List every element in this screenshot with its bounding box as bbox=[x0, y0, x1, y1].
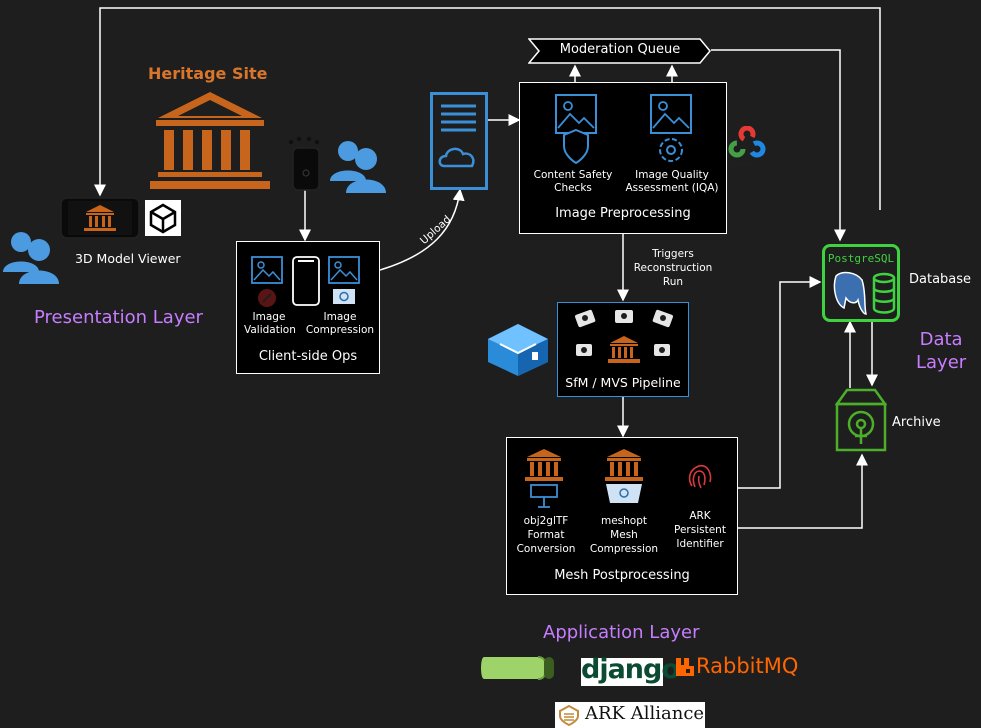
web-server-icon bbox=[430, 92, 488, 190]
postprocessing-to-database-line bbox=[738, 276, 822, 489]
image-preprocessing-title: Image Preprocessing bbox=[555, 206, 691, 221]
presentation-layer-label: Presentation Layer bbox=[34, 307, 203, 328]
ark-identifier-label: ARK Persistent Identifier bbox=[674, 510, 726, 550]
data-layer-label: Data Layer bbox=[916, 329, 967, 373]
sfm-mvs-title: SfM / MVS Pipeline bbox=[565, 375, 681, 390]
heritage-site-label: Heritage Site bbox=[148, 64, 268, 83]
moderation-to-database-line bbox=[711, 49, 846, 242]
heritage-museum-icon bbox=[150, 92, 270, 189]
django-logo-bg bbox=[581, 658, 663, 686]
content-safety-label: Content Safety Checks bbox=[533, 169, 613, 194]
image-validation-icon bbox=[251, 256, 283, 307]
client-side-ops-title: Client-side Ops bbox=[258, 349, 358, 364]
image-quality-icon bbox=[650, 94, 692, 162]
mobile-phone-icon bbox=[288, 136, 320, 191]
ark-alliance-logo-text: ARK Alliance bbox=[585, 703, 705, 724]
database-to-viewer-line bbox=[94, 7, 881, 210]
obj2gltf-label: obj2glTF Format Conversion bbox=[516, 515, 576, 555]
meshopt-label: meshopt Mesh Compression bbox=[589, 515, 659, 555]
image-quality-label: Image Quality Assessment (IQA) bbox=[625, 169, 719, 194]
django-logo: django bbox=[581, 654, 680, 685]
archive-icon bbox=[835, 388, 887, 452]
upload-curve bbox=[379, 188, 465, 271]
3d-cube-logo-icon bbox=[488, 324, 548, 376]
camera-array-icon bbox=[575, 309, 673, 363]
viewers-users-icon bbox=[3, 232, 59, 284]
viewer-label: 3D Model Viewer bbox=[75, 251, 181, 266]
moderation-queue-shape bbox=[528, 38, 711, 64]
phone-screen-icon bbox=[292, 256, 320, 306]
ark-alliance-logo-bg bbox=[555, 702, 705, 728]
users-icon bbox=[330, 141, 386, 193]
webxr-cube-icon bbox=[145, 200, 181, 236]
meshopt-icon bbox=[605, 449, 643, 503]
rabbitmq-logo-icon bbox=[676, 658, 694, 676]
postprocessing-to-archive-line bbox=[738, 453, 868, 529]
image-compression-icon bbox=[328, 256, 360, 304]
rabbitmq-logo-text: RabbitMQ bbox=[696, 654, 799, 678]
archive-label: Archive bbox=[892, 415, 941, 430]
fingerprint-icon bbox=[688, 464, 712, 489]
ark-alliance-logo-icon bbox=[559, 704, 579, 726]
trigger-reconstruction-label: Triggers Reconstruction Run bbox=[633, 248, 713, 288]
image-compression-label: Image Compression bbox=[305, 311, 375, 336]
postgres-elephant-icon bbox=[833, 271, 896, 315]
image-preprocessing-box bbox=[519, 82, 727, 234]
mesh-postprocessing-title: Mesh Postprocessing bbox=[554, 568, 690, 583]
opencv-logo-text: OpenCV bbox=[730, 161, 755, 168]
moderation-queue-label: Moderation Queue bbox=[559, 42, 681, 57]
image-validation-label: Image Validation bbox=[244, 311, 296, 336]
postgresql-label: PostgreSQL bbox=[827, 252, 895, 265]
database-label: Database bbox=[909, 272, 972, 287]
application-layer-label: Application Layer bbox=[543, 622, 700, 643]
content-safety-icon bbox=[555, 94, 597, 165]
opencv-logo-icon bbox=[728, 126, 766, 158]
celery-logo-icon bbox=[481, 656, 554, 680]
tablet-viewer-icon bbox=[60, 197, 140, 239]
obj2gltf-icon bbox=[525, 449, 563, 508]
